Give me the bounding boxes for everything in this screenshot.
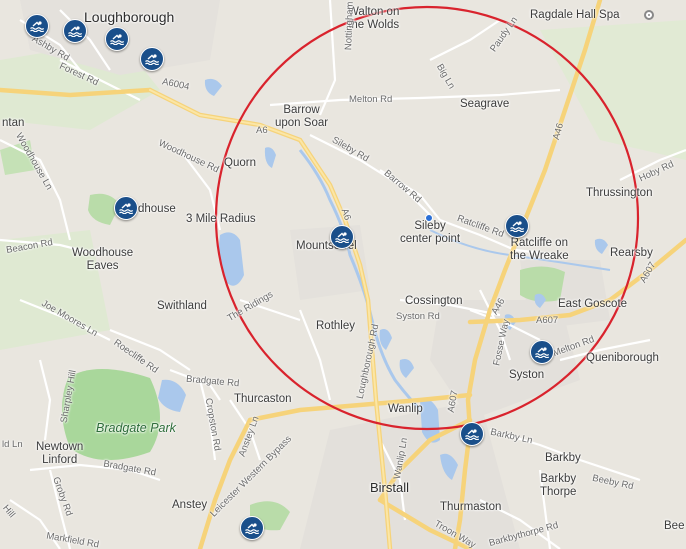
place-label-cossington: Cossington xyxy=(405,295,463,307)
road-label: Nottingham Rd xyxy=(343,0,357,51)
park-label-bradgate-park: Bradgate Park xyxy=(96,421,176,435)
swimming-pool-icon[interactable] xyxy=(530,340,554,364)
place-label-seagrave: Seagrave xyxy=(460,98,510,110)
road-label: ld Ln xyxy=(2,439,23,450)
place-label-anstey: Anstey xyxy=(172,499,208,511)
swimming-pool-icon[interactable] xyxy=(25,14,49,38)
radius-label: 3 Mile Radius xyxy=(186,213,256,225)
swimming-pool-icon[interactable] xyxy=(330,225,354,249)
place-label-east-goscote: East Goscote xyxy=(558,298,628,310)
place-label-swithland: Swithland xyxy=(157,300,207,312)
place-label-barkby: Barkby xyxy=(545,452,581,464)
swimming-pool-icon[interactable] xyxy=(505,214,529,238)
road-label: A6 xyxy=(256,125,268,136)
swimming-pool-icon[interactable] xyxy=(240,516,264,540)
place-label-rothley: Rothley xyxy=(316,320,355,332)
place-label-walton-on-the-wolds: Walton on the Wolds xyxy=(348,6,400,31)
place-label-newtown-linford: Newtown Linford xyxy=(36,441,84,466)
center-point-marker[interactable] xyxy=(425,214,433,222)
place-label-barrow-upon-soar: Barrow upon Soar xyxy=(275,104,329,129)
road-label: Melton Rd xyxy=(349,94,393,105)
place-label-sileby-center-point: Sileby center point xyxy=(400,220,461,245)
place-label-woodhouse: dhouse xyxy=(138,203,176,215)
swimming-pool-icon[interactable] xyxy=(105,27,129,51)
road-label: Syston Rd xyxy=(396,311,440,322)
place-label-barkby-thorpe: Barkby Thorpe xyxy=(540,473,577,498)
place-label-thurcaston: Thurcaston xyxy=(234,393,292,405)
place-label-birstall: Birstall xyxy=(370,480,410,495)
swimming-pool-icon[interactable] xyxy=(460,422,484,446)
place-label-thurmaston: Thurmaston xyxy=(440,501,502,513)
place-label-woodhouse-eaves: Woodhouse Eaves xyxy=(72,247,134,272)
place-label-rearsby: Rearsby xyxy=(610,247,653,259)
bradgate-park-area xyxy=(61,369,160,461)
swimming-pool-icon[interactable] xyxy=(63,19,87,43)
place-label-partial-left: ntan xyxy=(2,117,25,129)
swimming-pool-icon[interactable] xyxy=(114,196,138,220)
road-label: A607 xyxy=(536,315,559,326)
place-marker-icon[interactable] xyxy=(644,10,654,20)
three-mile-radius-circle xyxy=(214,5,640,431)
place-label-loughborough: Loughborough xyxy=(84,9,175,25)
place-label-ragdale-hall-spa: Ragdale Hall Spa xyxy=(530,9,620,21)
place-label-queniborough: Queniborough xyxy=(586,352,659,364)
swimming-pool-icon[interactable] xyxy=(140,47,164,71)
place-label-partial-right: Bee xyxy=(664,520,685,532)
place-label-syston: Syston xyxy=(509,369,545,381)
place-label-thrussington: Thrussington xyxy=(586,187,653,199)
place-label-ratcliffe-on-the-wreake: Ratcliffe on the Wreake xyxy=(510,237,569,262)
reservoir-water xyxy=(218,232,244,286)
place-label-wanlip: Wanlip xyxy=(388,403,423,415)
place-label-quorn: Quorn xyxy=(224,157,256,169)
